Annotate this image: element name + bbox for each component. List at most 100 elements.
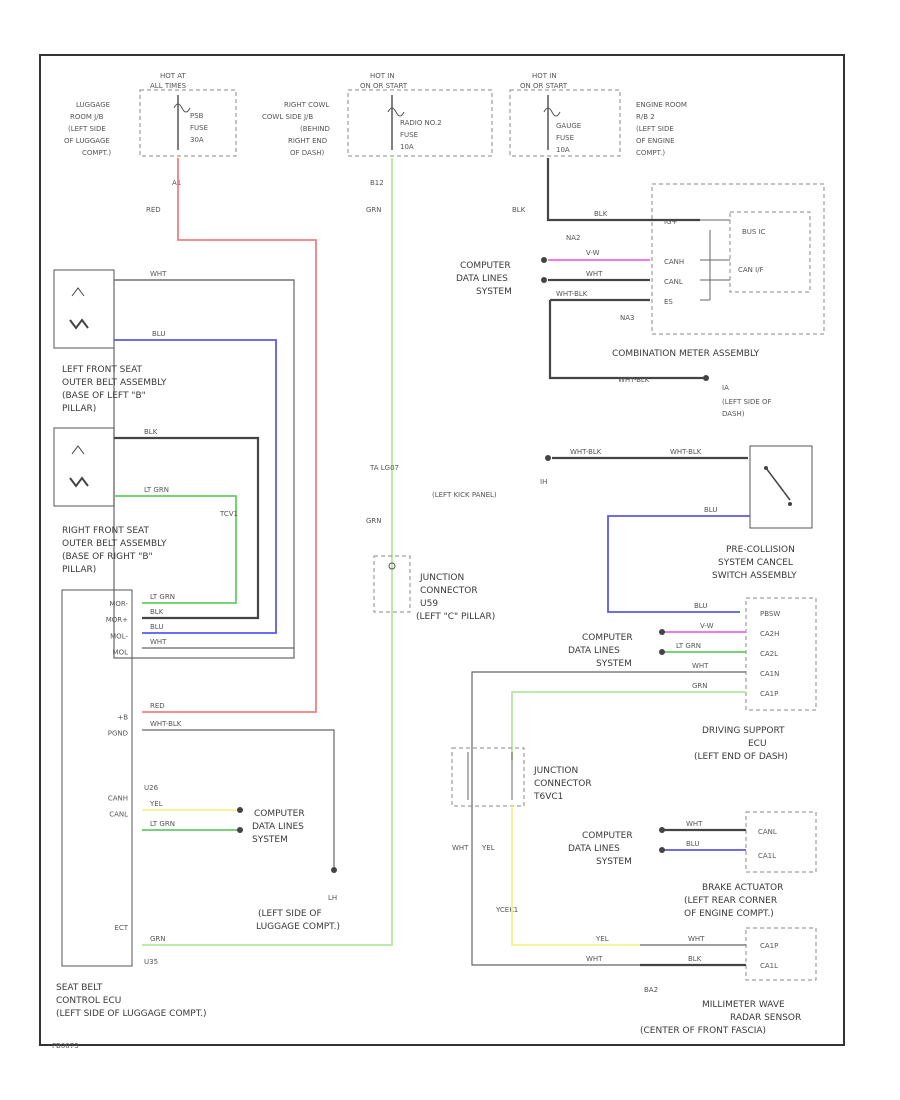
pre-collision-label2: SYSTEM CANCEL	[718, 558, 793, 568]
ground-ia-loc1: (LEFT SIDE OF	[722, 398, 772, 406]
footer-code: FB0073	[52, 1042, 79, 1050]
diagram-frame	[39, 54, 845, 1046]
ba-pin-1: CANL	[758, 828, 777, 836]
ds-wire-grn	[511, 691, 746, 760]
wire-yellow-radar	[511, 806, 640, 946]
cm-splice-label: NA2	[566, 234, 580, 242]
ds-comp-line2: DATA LINES	[568, 646, 620, 656]
cowl-line5: OF DASH)	[290, 149, 325, 157]
cm-wire-label-whtblk: WHT-BLK	[556, 290, 588, 298]
left-belt-label1: LEFT FRONT SEAT	[62, 365, 143, 375]
radar-label3: (CENTER OF FRONT FASCIA)	[640, 1026, 766, 1036]
ecu-wire-label-whtblk: WHT-BLK	[150, 720, 182, 728]
junction-t-line-b: CONNECTOR	[534, 779, 592, 789]
ecu-arrow-canh	[237, 807, 243, 813]
right-belt-box	[53, 427, 115, 507]
fuse2-type: FUSE	[400, 131, 418, 139]
ecu-arrow-canl	[237, 827, 243, 833]
engine-room-line2: R/B 2	[636, 113, 655, 121]
ds-pin-1: PBSW	[760, 610, 780, 618]
engine-room-line3: (LEFT SIDE	[636, 125, 674, 133]
right-belt-label2: OUTER BELT ASSEMBLY	[62, 539, 167, 549]
radar-label1: MILLIMETER WAVE	[702, 1000, 785, 1010]
junction-t-w2: YEL	[481, 844, 495, 852]
ground-lh-loc2: LUGGAGE COMPT.)	[256, 922, 340, 932]
ecu-comp-line2: DATA LINES	[252, 822, 304, 832]
ground-ia-loc2: DASH)	[722, 410, 745, 418]
left-belt-p1: WHT	[150, 270, 167, 278]
ecu-pin-label: CANH	[108, 794, 128, 802]
junction-t-w1: WHT	[452, 844, 469, 852]
cowl-jb-box	[347, 89, 493, 157]
radar-wire-label-blk: BLK	[688, 955, 702, 963]
ecu-wire-label-grn: GRN	[150, 935, 166, 943]
pre-collision-label3: SWITCH ASSEMBLY	[712, 571, 797, 581]
driving-support-ecu-box	[745, 597, 817, 711]
ground-lh-id: LH	[328, 894, 337, 902]
ecu-pin-label: PGND	[108, 730, 128, 738]
combination-meter-title: COMBINATION METER ASSEMBLY	[612, 349, 760, 359]
can-if-label: CAN I/F	[738, 266, 764, 274]
ds-pin-3: CA2L	[760, 650, 778, 658]
brake-actuator-box	[745, 811, 817, 873]
fuse2-rating: 10A	[400, 143, 414, 151]
ecu-conn-top: U26	[144, 784, 159, 792]
ds-label2: ECU	[748, 739, 767, 749]
fuse3-type: FUSE	[556, 134, 574, 142]
ground-ih-w1: WHT-BLK	[570, 448, 602, 456]
ds-label3: (LEFT END OF DASH)	[694, 752, 788, 762]
ground-lh-dot	[331, 867, 337, 873]
wire-red	[142, 158, 317, 713]
right-belt-label3: (BASE OF RIGHT "B"	[62, 552, 153, 562]
fuse1-symbol	[173, 103, 191, 113]
ds-wire-label-blu: BLU	[694, 602, 707, 610]
junction-c-box	[373, 555, 411, 613]
fuse3-name: GAUGE	[556, 122, 581, 130]
left-belt-sensor-icon	[71, 287, 85, 297]
engine-rb-box	[509, 89, 621, 157]
ecu-pin-label: MOL-	[110, 632, 128, 640]
junction-c-line3: U59	[420, 599, 438, 609]
ba-label2: (LEFT REAR CORNER	[684, 896, 777, 906]
left-belt-motor-icon	[69, 318, 89, 330]
fuse3-symbol	[543, 107, 561, 117]
left-belt-outer	[113, 279, 295, 659]
seatbelt-ecu-box	[61, 589, 133, 967]
engine-room-line5: COMPT.)	[636, 149, 665, 157]
junction-c-pin	[388, 562, 396, 570]
ground-ih-loc: (LEFT KICK PANEL)	[432, 491, 497, 499]
radar-box	[745, 927, 817, 981]
radar-conn: BA2	[644, 986, 658, 994]
fuse1-name: PSB	[190, 112, 204, 120]
hot-at-label: HOT AT	[160, 72, 187, 80]
ds-arrow-2	[659, 649, 665, 655]
ecu-pin-label: MOR+	[106, 616, 128, 624]
hot-in1-label: HOT IN	[370, 72, 395, 80]
cm-arrow-canh	[541, 257, 547, 263]
conn-b-label: B12	[370, 179, 384, 187]
right-belt-p1: BLK	[144, 428, 158, 436]
ds-wire-label-wht: WHT	[692, 662, 709, 670]
ecu-comp-line1: COMPUTER	[254, 809, 305, 819]
luggage-relay-line3: (LEFT SIDE	[68, 125, 106, 133]
cm-arrow-canl	[541, 277, 547, 283]
ecu-wire-label-blu: BLU	[150, 623, 163, 631]
ds-pin-5: CA1P	[760, 690, 778, 698]
radar-wire-label-wht: WHT	[586, 955, 603, 963]
ecu-label1: SEAT BELT	[56, 983, 103, 993]
hot-at-sub: ALL TIMES	[150, 82, 187, 90]
cm-wire-label-blk: BLK	[594, 210, 608, 218]
fuse-block-psb: HOT AT ALL TIMES LUGGAGE ROOM J/B (LEFT …	[64, 72, 237, 187]
luggage-relay-line1: LUGGAGE	[76, 101, 110, 109]
ecu-label3: (LEFT SIDE OF LUGGAGE COMPT.)	[56, 1009, 207, 1019]
right-belt-wire-blk	[114, 436, 260, 620]
ba-comp-line3: SYSTEM	[596, 857, 632, 867]
wire-green	[142, 158, 393, 946]
cm-pin-ig: IG+	[664, 218, 677, 226]
luggage-relay-line5: COMPT.)	[82, 149, 111, 157]
ground-ih-w2: WHT-BLK	[670, 448, 702, 456]
luggage-relay-line2: ROOM J/B	[70, 113, 104, 121]
right-belt-conn: TCV1	[219, 510, 238, 518]
